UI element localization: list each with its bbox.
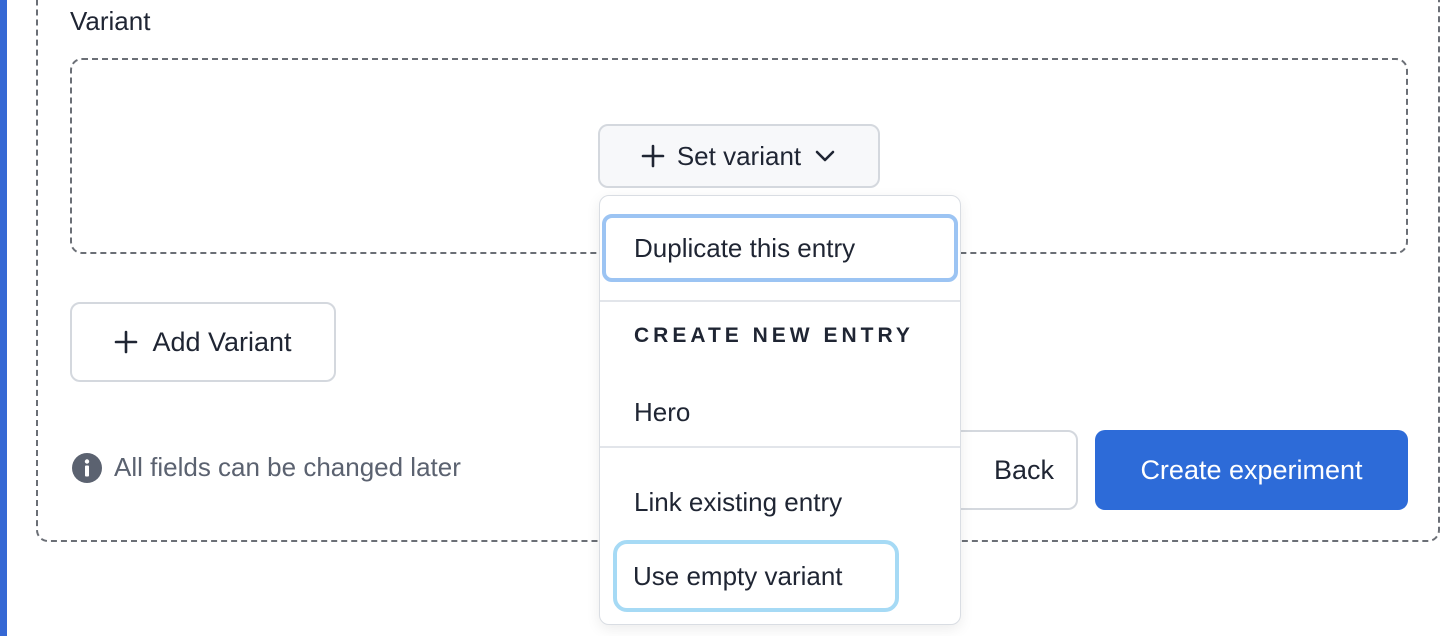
menu-divider — [600, 446, 960, 448]
create-experiment-button[interactable]: Create experiment — [1095, 430, 1408, 510]
set-variant-dropdown: Duplicate this entry CREATE NEW ENTRY He… — [599, 195, 961, 625]
menu-item-duplicate-entry[interactable]: Duplicate this entry — [602, 214, 958, 282]
variant-section-label: Variant — [70, 6, 151, 36]
info-icon — [72, 452, 102, 483]
menu-divider — [600, 300, 960, 302]
menu-item-label: Duplicate this entry — [634, 232, 856, 263]
set-variant-label: Set variant — [676, 140, 802, 171]
menu-item-link-existing-entry[interactable]: Link existing entry — [602, 476, 958, 528]
menu-group-heading: CREATE NEW ENTRY — [634, 324, 914, 347]
back-button[interactable]: Back — [940, 430, 1078, 510]
add-variant-button[interactable]: Add Variant — [70, 302, 336, 382]
plus-icon — [641, 144, 665, 168]
info-note: All fields can be changed later — [72, 452, 461, 483]
add-variant-label: Add Variant — [152, 326, 292, 357]
set-variant-button[interactable]: Set variant — [598, 124, 880, 188]
menu-item-hero[interactable]: Hero — [602, 386, 958, 438]
chevron-down-icon — [813, 144, 837, 168]
menu-item-label: Use empty variant — [633, 560, 843, 591]
back-label: Back — [993, 454, 1055, 485]
menu-item-label: Link existing entry — [634, 486, 843, 517]
left-accent-bar — [0, 0, 7, 636]
menu-item-label: Hero — [634, 396, 691, 427]
plus-icon — [114, 330, 138, 354]
info-text: All fields can be changed later — [114, 452, 461, 482]
menu-item-use-empty-variant[interactable]: Use empty variant — [613, 540, 899, 612]
create-experiment-label: Create experiment — [1140, 454, 1363, 485]
